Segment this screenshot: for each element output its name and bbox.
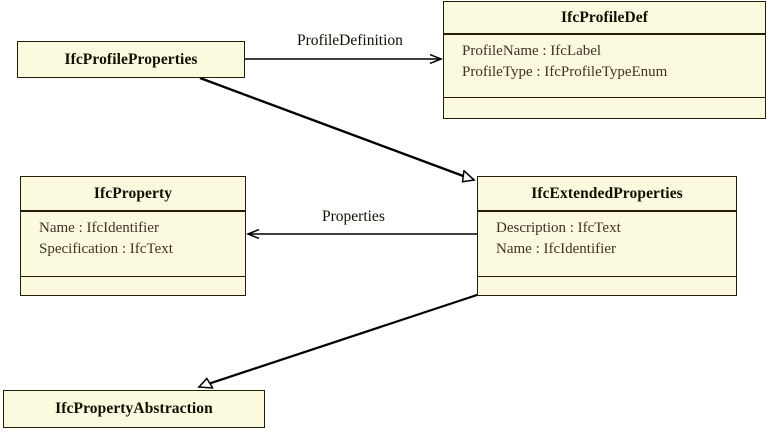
compartment-separator [21, 210, 245, 212]
attribute-row: Description : IfcText [496, 219, 621, 236]
class-attributes-ifcextendedproperties: Description : IfcText Name : IfcIdentifi… [478, 212, 736, 276]
edge-label-properties: Properties [322, 208, 385, 225]
class-attributes-ifcproperty: Name : IfcIdentifier Specification : Ifc… [21, 212, 245, 276]
compartment-separator [21, 275, 245, 278]
attribute-row: Specification : IfcText [39, 240, 173, 257]
class-operations-ifcproperty [21, 277, 245, 297]
class-name-ifcprofileproperties: IfcProfileProperties [64, 50, 198, 68]
class-box-ifcprofiledef[interactable]: IfcProfileDef ProfileName : IfcLabel Pro… [443, 1, 766, 119]
class-name-ifcpropertyabstraction: IfcPropertyAbstraction [55, 400, 213, 418]
class-name-ifcprofiledef: IfcProfileDef [560, 8, 649, 26]
attribute-row: Name : IfcIdentifier [39, 219, 159, 236]
class-operations-ifcextendedproperties [478, 277, 736, 297]
class-name-ifcextendedproperties: IfcExtendedProperties [531, 184, 683, 202]
class-attributes-ifcprofiledef: ProfileName : IfcLabel ProfileType : Ifc… [444, 35, 765, 97]
compartment-separator [444, 96, 765, 99]
attribute-row: ProfileName : IfcLabel [462, 42, 602, 59]
edge-label-profile-definition: ProfileDefinition [297, 32, 403, 49]
class-box-ifcprofileproperties[interactable]: IfcProfileProperties [17, 41, 245, 78]
compartment-separator [478, 275, 736, 278]
attribute-row: ProfileType : IfcProfileTypeEnum [462, 63, 668, 80]
edge-generalization-profileproperties [199, 76, 474, 180]
class-box-ifcextendedproperties[interactable]: IfcExtendedProperties Description : IfcT… [477, 176, 737, 296]
class-name-ifcproperty: IfcProperty [93, 184, 173, 202]
attribute-row: Name : IfcIdentifier [496, 240, 616, 257]
class-box-ifcpropertyabstraction[interactable]: IfcPropertyAbstraction [3, 390, 265, 428]
compartment-separator [444, 33, 765, 35]
class-operations-ifcprofiledef [444, 98, 765, 119]
edge-generalization-extendedproperties [199, 292, 481, 387]
class-box-ifcproperty[interactable]: IfcProperty Name : IfcIdentifier Specifi… [20, 176, 246, 296]
compartment-separator [478, 210, 736, 212]
